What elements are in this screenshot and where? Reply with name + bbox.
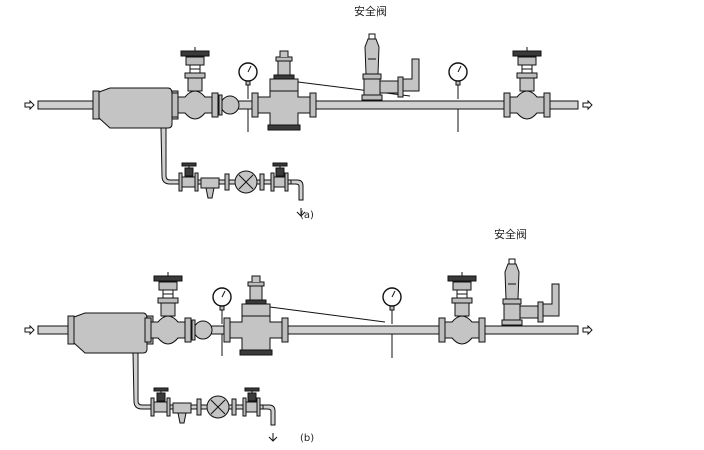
outlet-arrow-a: [582, 100, 593, 110]
outlet-arrow-b: [582, 325, 593, 335]
trap-assembly-a: [160, 127, 306, 217]
safety-valve-b: [501, 258, 560, 326]
diagram-b: 安全阀 (b): [24, 227, 593, 444]
safety-valve-label-b: 安全阀: [494, 227, 527, 241]
main-pipe-b: [37, 325, 579, 335]
strainer-a: [220, 95, 240, 115]
stop-valve-b2: [438, 271, 486, 345]
strainer-b: [193, 320, 213, 340]
inlet-arrow-a: [24, 100, 35, 110]
stop-valve-b1: [144, 271, 192, 345]
pressure-gauge-b2: [382, 287, 402, 325]
sensing-line-a: [297, 81, 411, 97]
inlet-arrow-b: [24, 325, 35, 335]
caption-b: (b): [300, 433, 314, 444]
trap-assembly-b: [132, 352, 278, 442]
strainer-flange-b: [191, 319, 196, 341]
safety-valve-label-a: 安全阀: [354, 4, 387, 18]
strainer-flange-a: [218, 94, 223, 116]
diagram-a: 安全阀 (a): [24, 4, 593, 221]
stop-valve-a2: [503, 46, 551, 120]
separator-a: [98, 87, 173, 129]
stop-valve-a1: [171, 46, 219, 120]
pressure-gauge-a2: [448, 62, 468, 100]
pressure-reducing-valve-a: [251, 50, 317, 131]
separator-b: [73, 312, 148, 354]
separator-flange-b: [67, 315, 75, 345]
pressure-reducing-valve-b: [223, 275, 289, 356]
separator-flange-a: [92, 90, 100, 120]
sensing-line-b: [269, 306, 386, 323]
safety-valve-a: [361, 33, 420, 101]
caption-a: (a): [300, 210, 314, 221]
